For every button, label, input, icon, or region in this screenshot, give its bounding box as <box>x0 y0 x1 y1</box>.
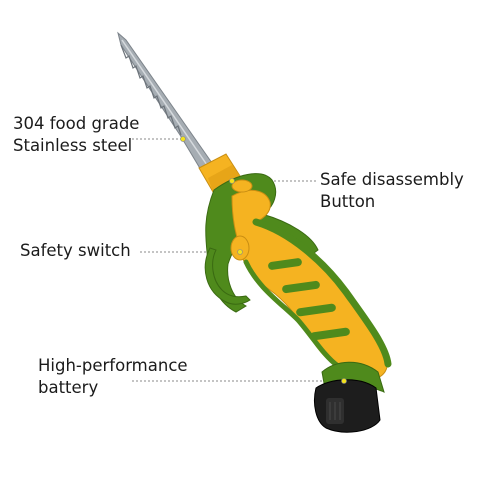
battery-icon <box>313 378 381 433</box>
callout-disassembly-line2: Button <box>320 192 376 211</box>
trigger-guard <box>204 247 251 305</box>
callout-steel-line2: Stainless steel <box>13 136 133 155</box>
callout-disassembly-line1: Safe disassembly <box>320 170 464 189</box>
grip-slots <box>268 258 350 341</box>
callout-disassembly-button: Safe disassembly Button <box>320 169 464 213</box>
callout-safety-line1: Safety switch <box>20 241 131 260</box>
callout-battery-line2: battery <box>38 378 99 397</box>
disassembly-button-icon <box>229 178 253 193</box>
safety-switch-icon <box>230 235 250 261</box>
callout-stainless-steel: 304 food grade Stainless steel <box>13 113 139 157</box>
callout-steel-line1: 304 food grade <box>13 114 140 133</box>
callout-safety-switch: Safety switch <box>20 240 131 262</box>
callout-battery: High-performance battery <box>38 355 188 399</box>
callout-battery-line1: High-performance <box>38 356 188 375</box>
steel-marker-dot <box>180 136 186 142</box>
